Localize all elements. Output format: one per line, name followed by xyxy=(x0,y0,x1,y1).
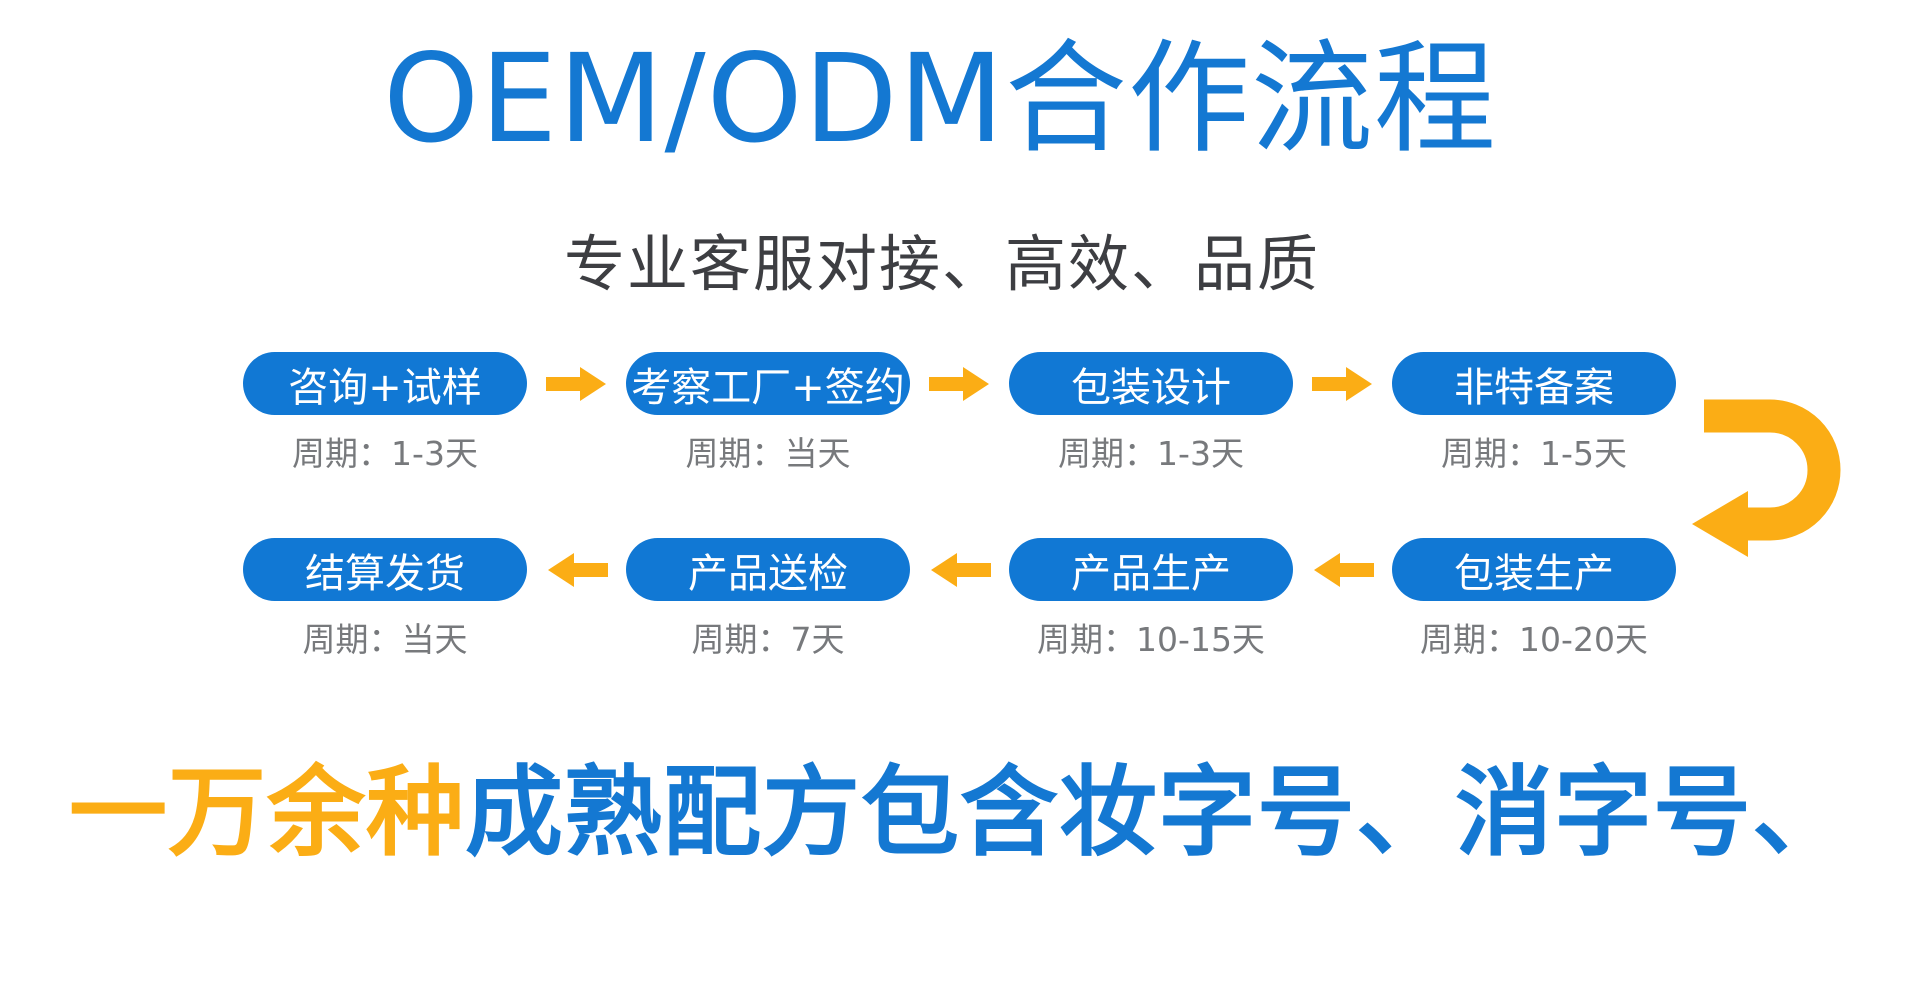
arrow-right-icon xyxy=(527,364,626,404)
process-row-2: 结算发货 周期：当天 产品送检 周期：7天 产品生产 周期：10-15天 包装生… xyxy=(243,538,1676,661)
process-step-pill: 结算发货 xyxy=(243,538,527,601)
process-step: 产品生产 周期：10-15天 xyxy=(1009,538,1293,661)
process-step: 结算发货 周期：当天 xyxy=(243,538,527,661)
process-step-pill: 非特备案 xyxy=(1392,352,1676,415)
process-step: 包装生产 周期：10-20天 xyxy=(1392,538,1676,661)
arrow-right-icon xyxy=(1293,364,1392,404)
u-turn-arrow-icon xyxy=(1688,382,1848,586)
page-subtitle: 专业客服对接、高效、品质 xyxy=(563,229,1320,300)
bottom-headline-highlight: 一万余种 xyxy=(68,756,465,870)
cycle-label: 周期：10-15天 xyxy=(1037,620,1265,659)
process-step: 包装设计 周期：1-3天 xyxy=(1009,352,1293,475)
arrow-right-icon xyxy=(910,364,1009,404)
cycle-label: 周期：7天 xyxy=(691,620,845,659)
arrow-left-icon xyxy=(1293,550,1392,590)
process-step: 咨询+试样 周期：1-3天 xyxy=(243,352,527,475)
process-step-pill: 产品生产 xyxy=(1009,538,1293,601)
cycle-label: 周期：1-3天 xyxy=(1058,434,1244,473)
cycle-label: 周期：当天 xyxy=(302,620,468,659)
process-step: 非特备案 周期：1-5天 xyxy=(1392,352,1676,475)
arrow-left-icon xyxy=(527,550,626,590)
arrow-left-icon xyxy=(910,550,1009,590)
bottom-headline: 一万余种成熟配方包含妆字号、消字号、 xyxy=(0,733,1920,875)
process-row-1: 咨询+试样 周期：1-3天 考察工厂+签约 周期：当天 包装设计 周期：1-3天… xyxy=(243,352,1676,475)
bottom-headline-rest: 成熟配方包含妆字号、消字号、 xyxy=(465,756,1852,870)
cycle-label: 周期：10-20天 xyxy=(1420,620,1648,659)
cycle-label: 周期：1-5天 xyxy=(1441,434,1627,473)
process-step-pill: 包装生产 xyxy=(1392,538,1676,601)
process-step: 产品送检 周期：7天 xyxy=(626,538,910,661)
process-step-pill: 包装设计 xyxy=(1009,352,1293,415)
process-step-pill: 咨询+试样 xyxy=(243,352,527,415)
cycle-label: 周期：1-3天 xyxy=(292,434,478,473)
process-step-pill: 产品送检 xyxy=(626,538,910,601)
page-title: OEM/ODM合作流程 xyxy=(383,28,1497,170)
process-step: 考察工厂+签约 周期：当天 xyxy=(626,352,910,475)
cycle-label: 周期：当天 xyxy=(685,434,851,473)
process-step-pill: 考察工厂+签约 xyxy=(626,352,910,415)
